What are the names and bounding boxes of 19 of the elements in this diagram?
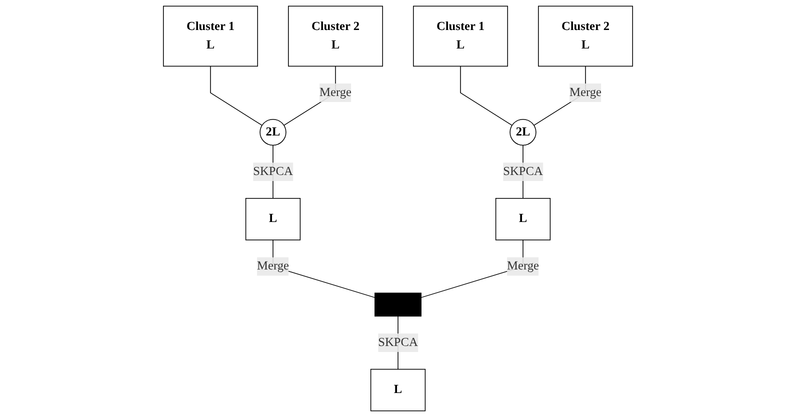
edge-label: Merge bbox=[320, 86, 352, 99]
edge-label: Merge bbox=[257, 260, 289, 273]
node-box: Cluster 2 L bbox=[288, 6, 383, 67]
node-circle: 2L bbox=[510, 118, 536, 146]
node-bar bbox=[374, 292, 422, 317]
connector bbox=[210, 66, 262, 126]
node-circle: 2L bbox=[260, 118, 286, 146]
connector bbox=[460, 66, 512, 126]
edge-label: Merge bbox=[507, 260, 539, 273]
edge-label: SKPCA bbox=[253, 164, 293, 178]
node-box: L bbox=[370, 368, 426, 412]
edge-label: Merge bbox=[570, 86, 602, 99]
node-box: L bbox=[495, 198, 551, 240]
node-box: Cluster 1 L bbox=[163, 6, 258, 67]
edge-label: SKPCA bbox=[503, 164, 543, 178]
node-box: Cluster 2 L bbox=[538, 6, 633, 67]
node-box: Cluster 1 L bbox=[413, 6, 508, 67]
node-box: L bbox=[245, 198, 301, 240]
edge-label: SKPCA bbox=[378, 336, 418, 349]
